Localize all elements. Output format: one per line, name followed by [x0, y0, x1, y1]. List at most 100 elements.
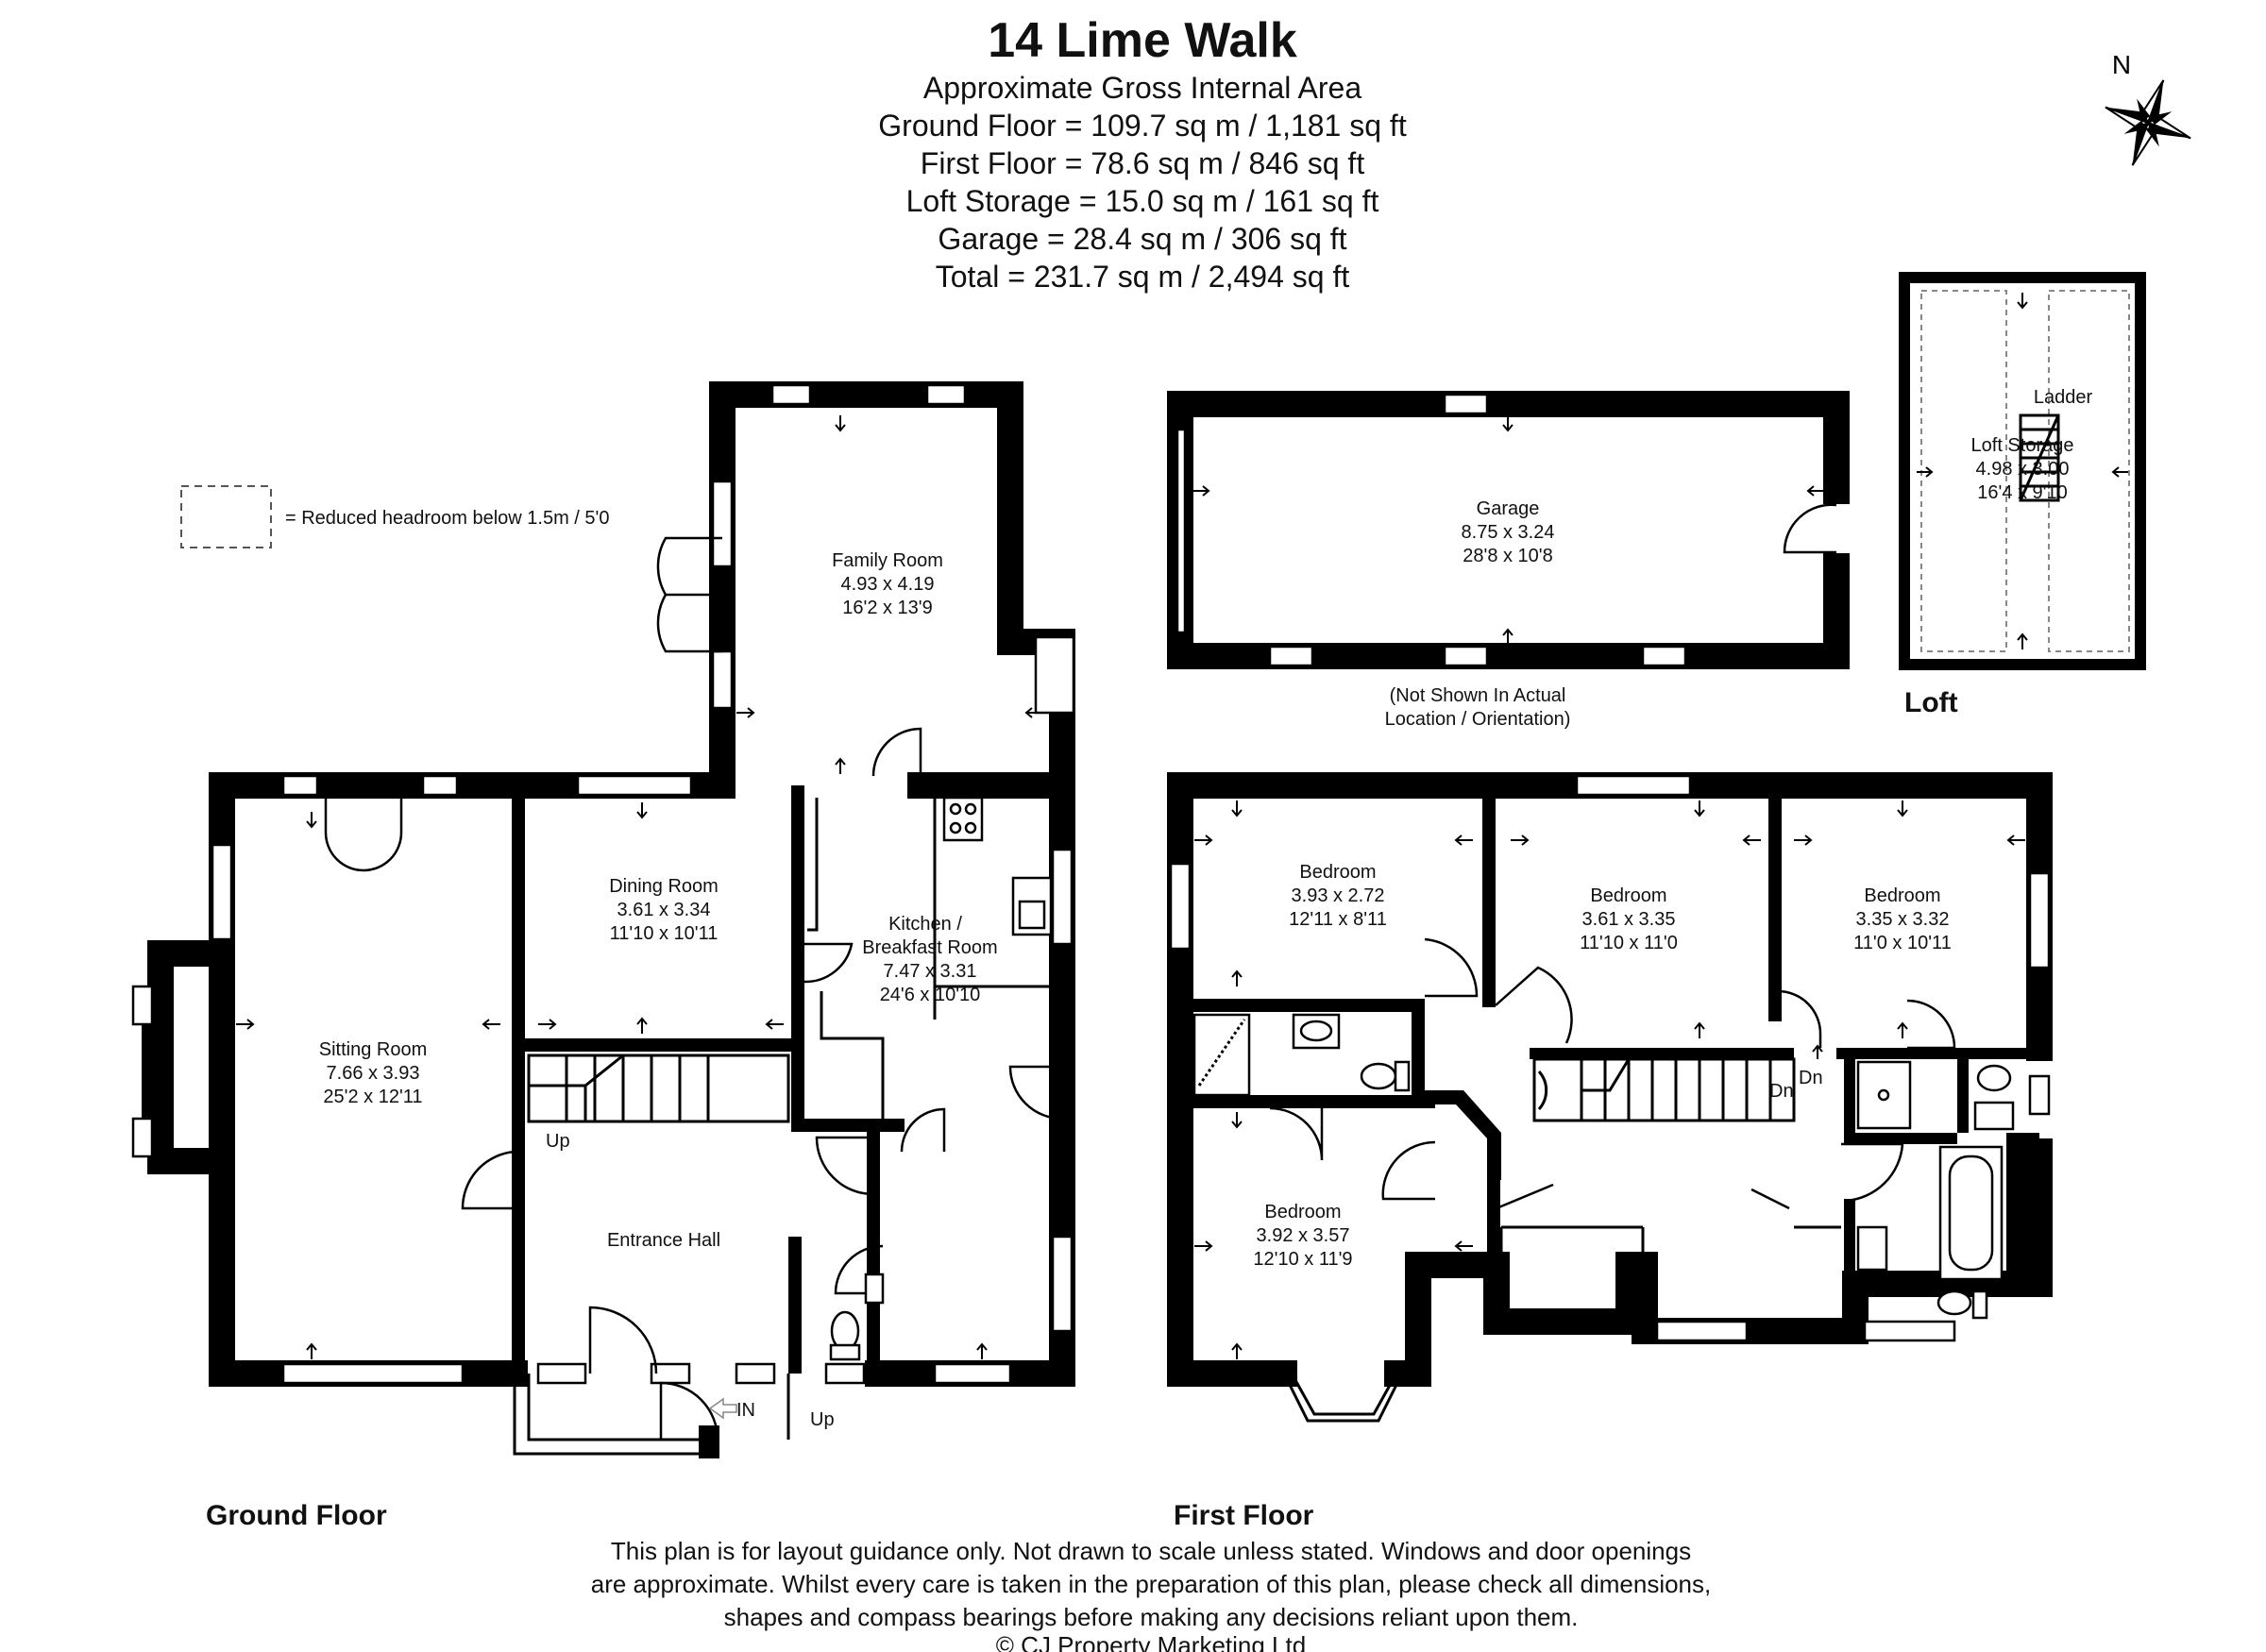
bed3-south-wall — [1836, 1048, 2039, 1059]
garage-note-line2: Location / Orientation) — [1385, 709, 1571, 730]
area-subtitle: Approximate Gross Internal Area — [923, 71, 1361, 105]
garage: Garage 8.75 x 3.24 28'8 x 10'8 (Not Show… — [1167, 391, 1850, 730]
ensuite-west-wall — [1844, 1048, 1855, 1133]
bathroom-fittings — [1856, 1145, 2004, 1320]
loft-ladder-label: Ladder — [2034, 387, 2093, 408]
first-stairs — [1532, 1057, 1796, 1122]
sitting-room-metric: 7.66 x 3.93 — [327, 1063, 420, 1084]
bed4-bay-inner — [1294, 1379, 1395, 1416]
loft-storage-imperial: 16'4 x 9'10 — [1977, 482, 2068, 503]
shower-room-fittings — [1192, 1013, 1411, 1097]
bed2-imperial: 11'10 x 11'0 — [1580, 933, 1678, 953]
entrance-hall-name: Entrance Hall — [607, 1230, 720, 1251]
toilet-icon — [1360, 1062, 1397, 1090]
porch-inner — [527, 1374, 699, 1441]
room-kitchen: Kitchen / Breakfast Room 7.47 x 3.31 24'… — [862, 914, 997, 1005]
porch-outline — [513, 1374, 699, 1456]
legend-swatch — [180, 485, 272, 548]
stairs-down-label-1: Dn — [1769, 1081, 1794, 1102]
ensuite-south-wall — [1844, 1133, 1957, 1144]
stairs-up-label: Up — [546, 1131, 570, 1152]
bathroom-west-wall — [1844, 1199, 1855, 1289]
kitchen-name-line1: Kitchen / — [888, 914, 962, 935]
room-dining: Dining Room 3.61 x 3.34 11'10 x 10'11 — [609, 876, 719, 944]
bed3-metric: 3.35 x 3.32 — [1856, 909, 1950, 930]
disclaimer-line-3: shapes and compass bearings before makin… — [724, 1603, 1579, 1631]
ground-windows — [131, 383, 1075, 1385]
loft-storage-name: Loft Storage — [1971, 435, 2074, 456]
bed1-name: Bedroom — [1299, 862, 1376, 883]
garage-up-and-over-door — [1175, 428, 1187, 634]
entrance-step-up-label: Up — [810, 1409, 835, 1430]
ground-floor-label: Ground Floor — [206, 1500, 387, 1531]
entrance-arrow-icon — [708, 1397, 737, 1420]
area-loft: Loft Storage = 15.0 sq m / 161 sq ft — [906, 184, 1379, 218]
ensuite-fittings — [1856, 1060, 2015, 1131]
ground-stairs — [527, 1054, 790, 1123]
kitchen-hall-wall — [867, 1128, 880, 1375]
room-sitting: Sitting Room 7.66 x 3.93 25'2 x 12'11 — [319, 1039, 428, 1107]
page-title: 14 Lime Walk — [988, 13, 1297, 68]
first-floor: Dn Dn — [1167, 772, 2053, 1423]
sitting-dining-partition — [512, 785, 525, 1371]
bath-east-wall — [1412, 999, 1425, 1098]
bathroom-east-block — [2006, 1133, 2039, 1284]
dining-kitchen-wall — [791, 785, 804, 1125]
landing-north-wall — [1530, 1048, 1794, 1059]
landing-cupboard — [1499, 1225, 1645, 1265]
first-perimeter — [1167, 772, 2053, 1387]
sitting-room-name: Sitting Room — [319, 1039, 428, 1060]
area-garage: Garage = 28.4 sq m / 306 sq ft — [938, 222, 1346, 256]
shower-tray-icon — [1192, 1013, 1251, 1097]
bed1-bed2-wall — [1482, 785, 1496, 1007]
bed2-metric: 3.61 x 3.35 — [1582, 909, 1676, 930]
room-bedroom-3: Bedroom 3.35 x 3.32 11'0 x 10'11 — [1853, 885, 1952, 953]
first-windows — [1169, 774, 2051, 1342]
area-ground: Ground Floor = 109.7 sq m / 1,181 sq ft — [878, 109, 1407, 143]
garage-imperial: 28'8 x 10'8 — [1463, 546, 1553, 566]
bed1-south-wall — [1180, 999, 1424, 1012]
bed4-angled-wall — [1421, 1090, 1501, 1180]
room-bedroom-4: Bedroom 3.92 x 3.57 12'10 x 11'9 — [1253, 1202, 1352, 1270]
stair-cupboard-wall — [791, 1119, 905, 1132]
family-room-metric: 4.93 x 4.19 — [841, 574, 935, 595]
room-family: Family Room 4.93 x 4.19 16'2 x 13'9 — [832, 550, 943, 618]
room-entrance-hall: Entrance Hall — [607, 1230, 720, 1251]
kitchen-east-wall — [865, 772, 1075, 1387]
compass-icon: N — [2105, 50, 2191, 166]
ensuite-toilet-icon — [1976, 1064, 2012, 1092]
bathroom-basin-icon — [1856, 1225, 1888, 1272]
loft-label: Loft — [1904, 687, 1958, 718]
kitchen-fittings — [807, 796, 1053, 1119]
family-room-name: Family Room — [832, 550, 943, 571]
bathroom-toilet-icon — [1936, 1290, 1972, 1316]
family-room-imperial: 16'2 x 13'9 — [842, 598, 933, 618]
ensuite-basin-icon — [1973, 1101, 2015, 1131]
bed4-imperial: 12'10 x 11'9 — [1253, 1249, 1352, 1270]
room-bedroom-1: Bedroom 3.93 x 2.72 12'11 x 8'11 — [1289, 862, 1387, 930]
disclaimer-line-1: This plan is for layout guidance only. N… — [611, 1537, 1691, 1565]
dining-room-imperial: 11'10 x 10'11 — [610, 923, 719, 944]
wc-west-wall — [788, 1237, 802, 1374]
garage-note-line1: (Not Shown In Actual — [1390, 685, 1566, 706]
compass-north-label: N — [2112, 50, 2131, 79]
entrance-marker: IN Up — [708, 1397, 835, 1430]
bed4-metric: 3.92 x 3.57 — [1257, 1225, 1350, 1246]
dining-room-metric: 3.61 x 3.34 — [617, 900, 711, 920]
disclaimer: This plan is for layout guidance only. N… — [591, 1537, 1712, 1652]
kitchen-imperial: 24'6 x 10'10 — [880, 985, 981, 1005]
first-doors — [1269, 937, 1956, 1210]
room-bedroom-2: Bedroom 3.61 x 3.35 11'10 x 11'0 — [1580, 885, 1678, 953]
ground-dimension-arrows — [236, 415, 1043, 1359]
entrance-label: IN — [736, 1400, 755, 1421]
loft-ladder-icon — [2019, 413, 2060, 502]
porch-post — [699, 1425, 719, 1458]
copyright: © CJ Property Marketing Ltd — [996, 1631, 1306, 1652]
garage-metric: 8.75 x 3.24 — [1462, 522, 1555, 543]
bed4-north-wall — [1180, 1095, 1435, 1108]
kitchen-metric: 7.47 x 3.31 — [884, 961, 977, 982]
legend-text: = Reduced headroom below 1.5m / 5'0 — [285, 508, 609, 529]
ground-doors — [324, 536, 1063, 1441]
area-first: First Floor = 78.6 sq m / 846 sq ft — [921, 146, 1365, 180]
